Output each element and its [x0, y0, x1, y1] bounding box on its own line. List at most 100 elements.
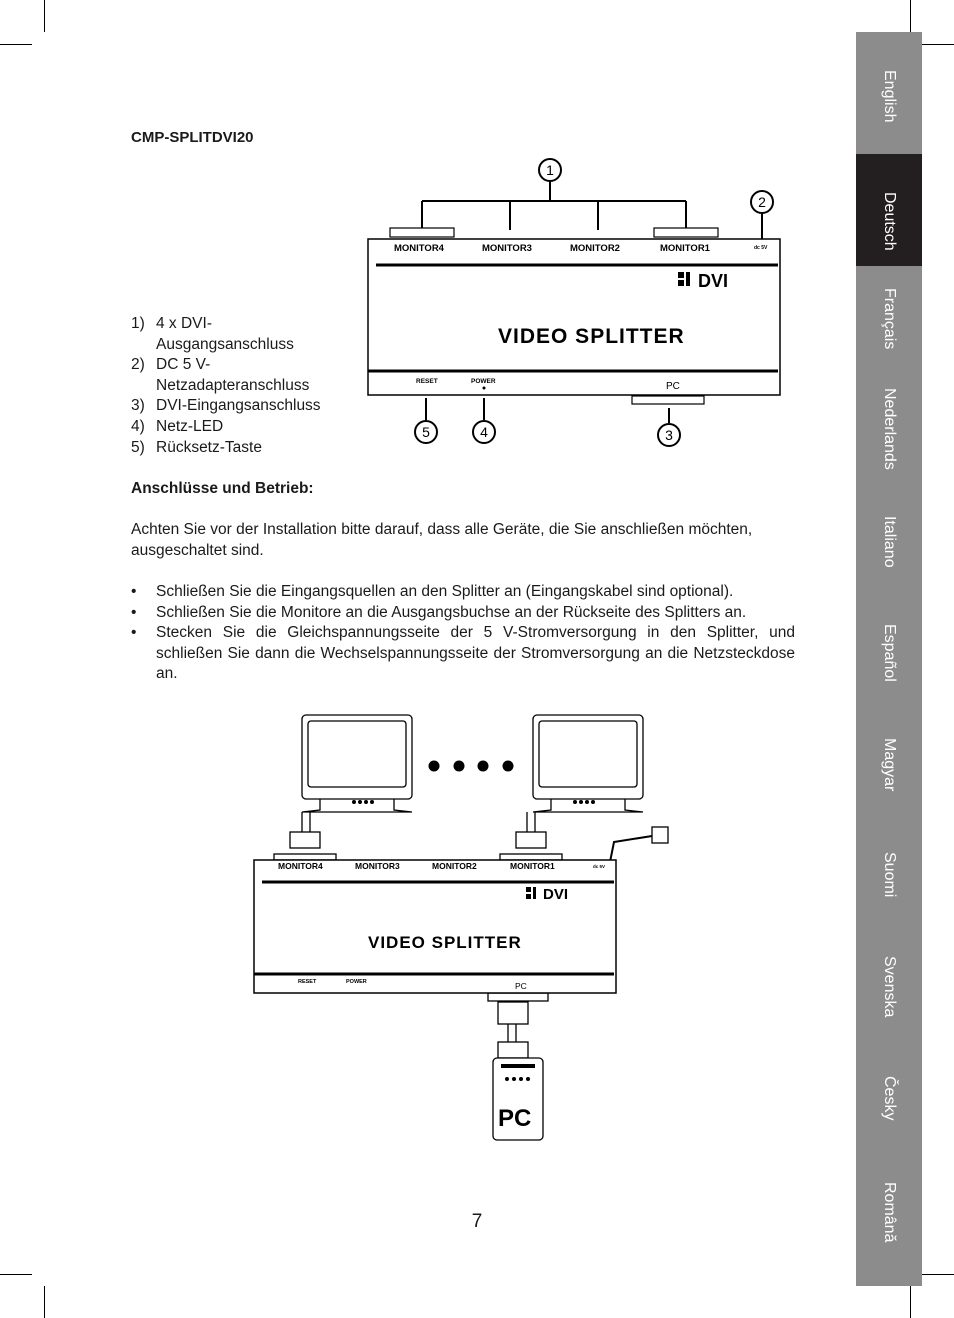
- instruction-list: • Schließen Sie die Eingangsquellen an de…: [131, 582, 795, 685]
- tab-label: Svenska: [881, 956, 898, 1018]
- ellipsis-dot: [453, 760, 465, 772]
- tab-label: Deutsch: [881, 192, 898, 251]
- item-text: DC 5 V-Netzadapteranschluss: [156, 356, 310, 394]
- monitor-button: [370, 800, 374, 804]
- monitor-label: MONITOR1: [510, 861, 555, 871]
- ellipsis-dot: [502, 760, 514, 772]
- dvi-plug: [515, 831, 547, 849]
- callout-circle: [750, 190, 774, 214]
- tab-francais[interactable]: Français: [856, 266, 922, 380]
- monitor-icon: [301, 714, 413, 800]
- dvi-output-connector: [653, 227, 719, 238]
- item-number: 2): [131, 356, 145, 374]
- product-title: VIDEO SPLITTER: [498, 325, 685, 348]
- monitor-button: [579, 800, 583, 804]
- tab-label: Suomi: [881, 852, 898, 898]
- tab-magyar[interactable]: Magyar: [856, 722, 922, 836]
- tab-label: Italiano: [881, 516, 898, 568]
- callout-circle: [657, 423, 681, 447]
- tab-deutsch[interactable]: Deutsch: [856, 154, 922, 266]
- monitor-button: [352, 800, 356, 804]
- model-number: CMP-SPLITDVI20: [131, 129, 254, 146]
- crop-mark: [44, 1286, 45, 1318]
- monitor-button: [573, 800, 577, 804]
- monitor-screen: [538, 720, 638, 788]
- dvi-output-connector: [273, 853, 337, 861]
- callout-number: 3: [665, 427, 673, 443]
- bullet-symbol: •: [131, 603, 137, 621]
- dvi-logo-mark: [678, 280, 684, 286]
- power-plug: [651, 826, 669, 844]
- dvi-input-connector: [631, 395, 705, 405]
- list-item: 5) Rücksetz-Taste: [131, 438, 346, 459]
- monitor-icon: [532, 714, 644, 800]
- pc-icon-label: PC: [498, 1105, 531, 1132]
- item-number: 4): [131, 417, 145, 435]
- dvi-input-connector: [487, 992, 549, 1002]
- ellipsis-dot: [428, 760, 440, 772]
- language-sidebar: English Deutsch Français Nederlands Ital…: [856, 32, 922, 1286]
- callout-circle: [472, 420, 496, 444]
- crop-mark: [0, 1274, 32, 1275]
- callout-number: 1: [546, 162, 554, 178]
- monitor-label: MONITOR1: [660, 243, 711, 254]
- crop-mark: [910, 0, 911, 32]
- tab-label: Română: [881, 1182, 898, 1243]
- tab-suomi[interactable]: Suomi: [856, 836, 922, 950]
- item-text: Schließen Sie die Monitore an die Ausgan…: [156, 603, 747, 621]
- item-text: Schließen Sie die Eingangsquellen an den…: [156, 583, 734, 600]
- dvi-logo-mark: [526, 887, 531, 892]
- dc-label: dc 5V: [754, 245, 768, 251]
- pc-label: PC: [515, 981, 527, 991]
- callout-number: 2: [758, 194, 766, 210]
- tab-espanol[interactable]: Español: [856, 608, 922, 722]
- parts-list: 1)4 x DVI-Ausgangsanschluss 2) DC 5 V-Net…: [131, 314, 346, 458]
- pc-button: [512, 1077, 516, 1081]
- item-text: DVI-Eingangsanschluss: [156, 397, 321, 415]
- pc-button: [526, 1077, 530, 1081]
- connection-diagram: MONITOR4 MONITOR3 MONITOR2 MONITOR1 dc 5…: [253, 714, 669, 1141]
- tab-label: Magyar: [881, 738, 898, 792]
- callout-number: 5: [422, 424, 430, 440]
- dvi-output-connector: [499, 853, 563, 861]
- intro-paragraph: Achten Sie vor der Installation bitte da…: [131, 521, 753, 559]
- monitor-label: MONITOR4: [278, 861, 323, 871]
- item-number: 3): [131, 397, 145, 415]
- item-number: 1): [131, 315, 145, 332]
- pc-drive-slot: [501, 1064, 535, 1068]
- item-number: 5): [131, 438, 145, 456]
- crop-mark: [44, 0, 45, 32]
- dvi-plug: [497, 1041, 529, 1059]
- dvi-output-connector: [389, 227, 455, 238]
- tab-svenska[interactable]: Svenska: [856, 950, 922, 1064]
- dvi-logo-mark: [533, 887, 536, 899]
- tab-english[interactable]: English: [856, 32, 922, 154]
- power-label: POWER: [346, 979, 367, 985]
- reset-label: RESET: [298, 979, 317, 985]
- tab-romana[interactable]: Română: [856, 1178, 922, 1286]
- bullet-symbol: •: [131, 624, 137, 642]
- tab-nederlands[interactable]: Nederlands: [856, 380, 922, 494]
- monitor-stand: [301, 799, 413, 813]
- tab-italiano[interactable]: Italiano: [856, 494, 922, 608]
- monitor-label: MONITOR2: [570, 243, 620, 254]
- crop-mark: [0, 44, 32, 45]
- monitor-button: [585, 800, 589, 804]
- list-item: 1)4 x DVI-Ausgangsanschluss: [131, 314, 346, 355]
- splitter-parts-diagram: MONITOR4 MONITOR3 MONITOR2 MONITOR1 dc 5…: [367, 158, 781, 447]
- tab-label: Español: [881, 624, 898, 682]
- monitor-label: MONITOR3: [355, 861, 400, 871]
- dc-label: dc 5V: [593, 864, 605, 869]
- list-item: • Stecken Sie die Gleichspannungsseite de…: [131, 623, 795, 685]
- item-text: Stecken Sie die Gleichspannungsseite der…: [156, 624, 795, 683]
- power-label: POWER: [471, 378, 496, 385]
- product-title: VIDEO SPLITTER: [368, 933, 522, 952]
- monitor-label: MONITOR4: [394, 243, 445, 254]
- reset-label: RESET: [416, 378, 438, 385]
- tab-cesky[interactable]: Česky: [856, 1064, 922, 1178]
- power-led: [482, 386, 486, 390]
- dvi-logo-mark: [678, 272, 684, 278]
- pc-label: PC: [666, 381, 680, 392]
- item-text: Rücksetz-Taste: [156, 438, 262, 456]
- list-item: 2) DC 5 V-Netzadapteranschluss: [131, 355, 346, 396]
